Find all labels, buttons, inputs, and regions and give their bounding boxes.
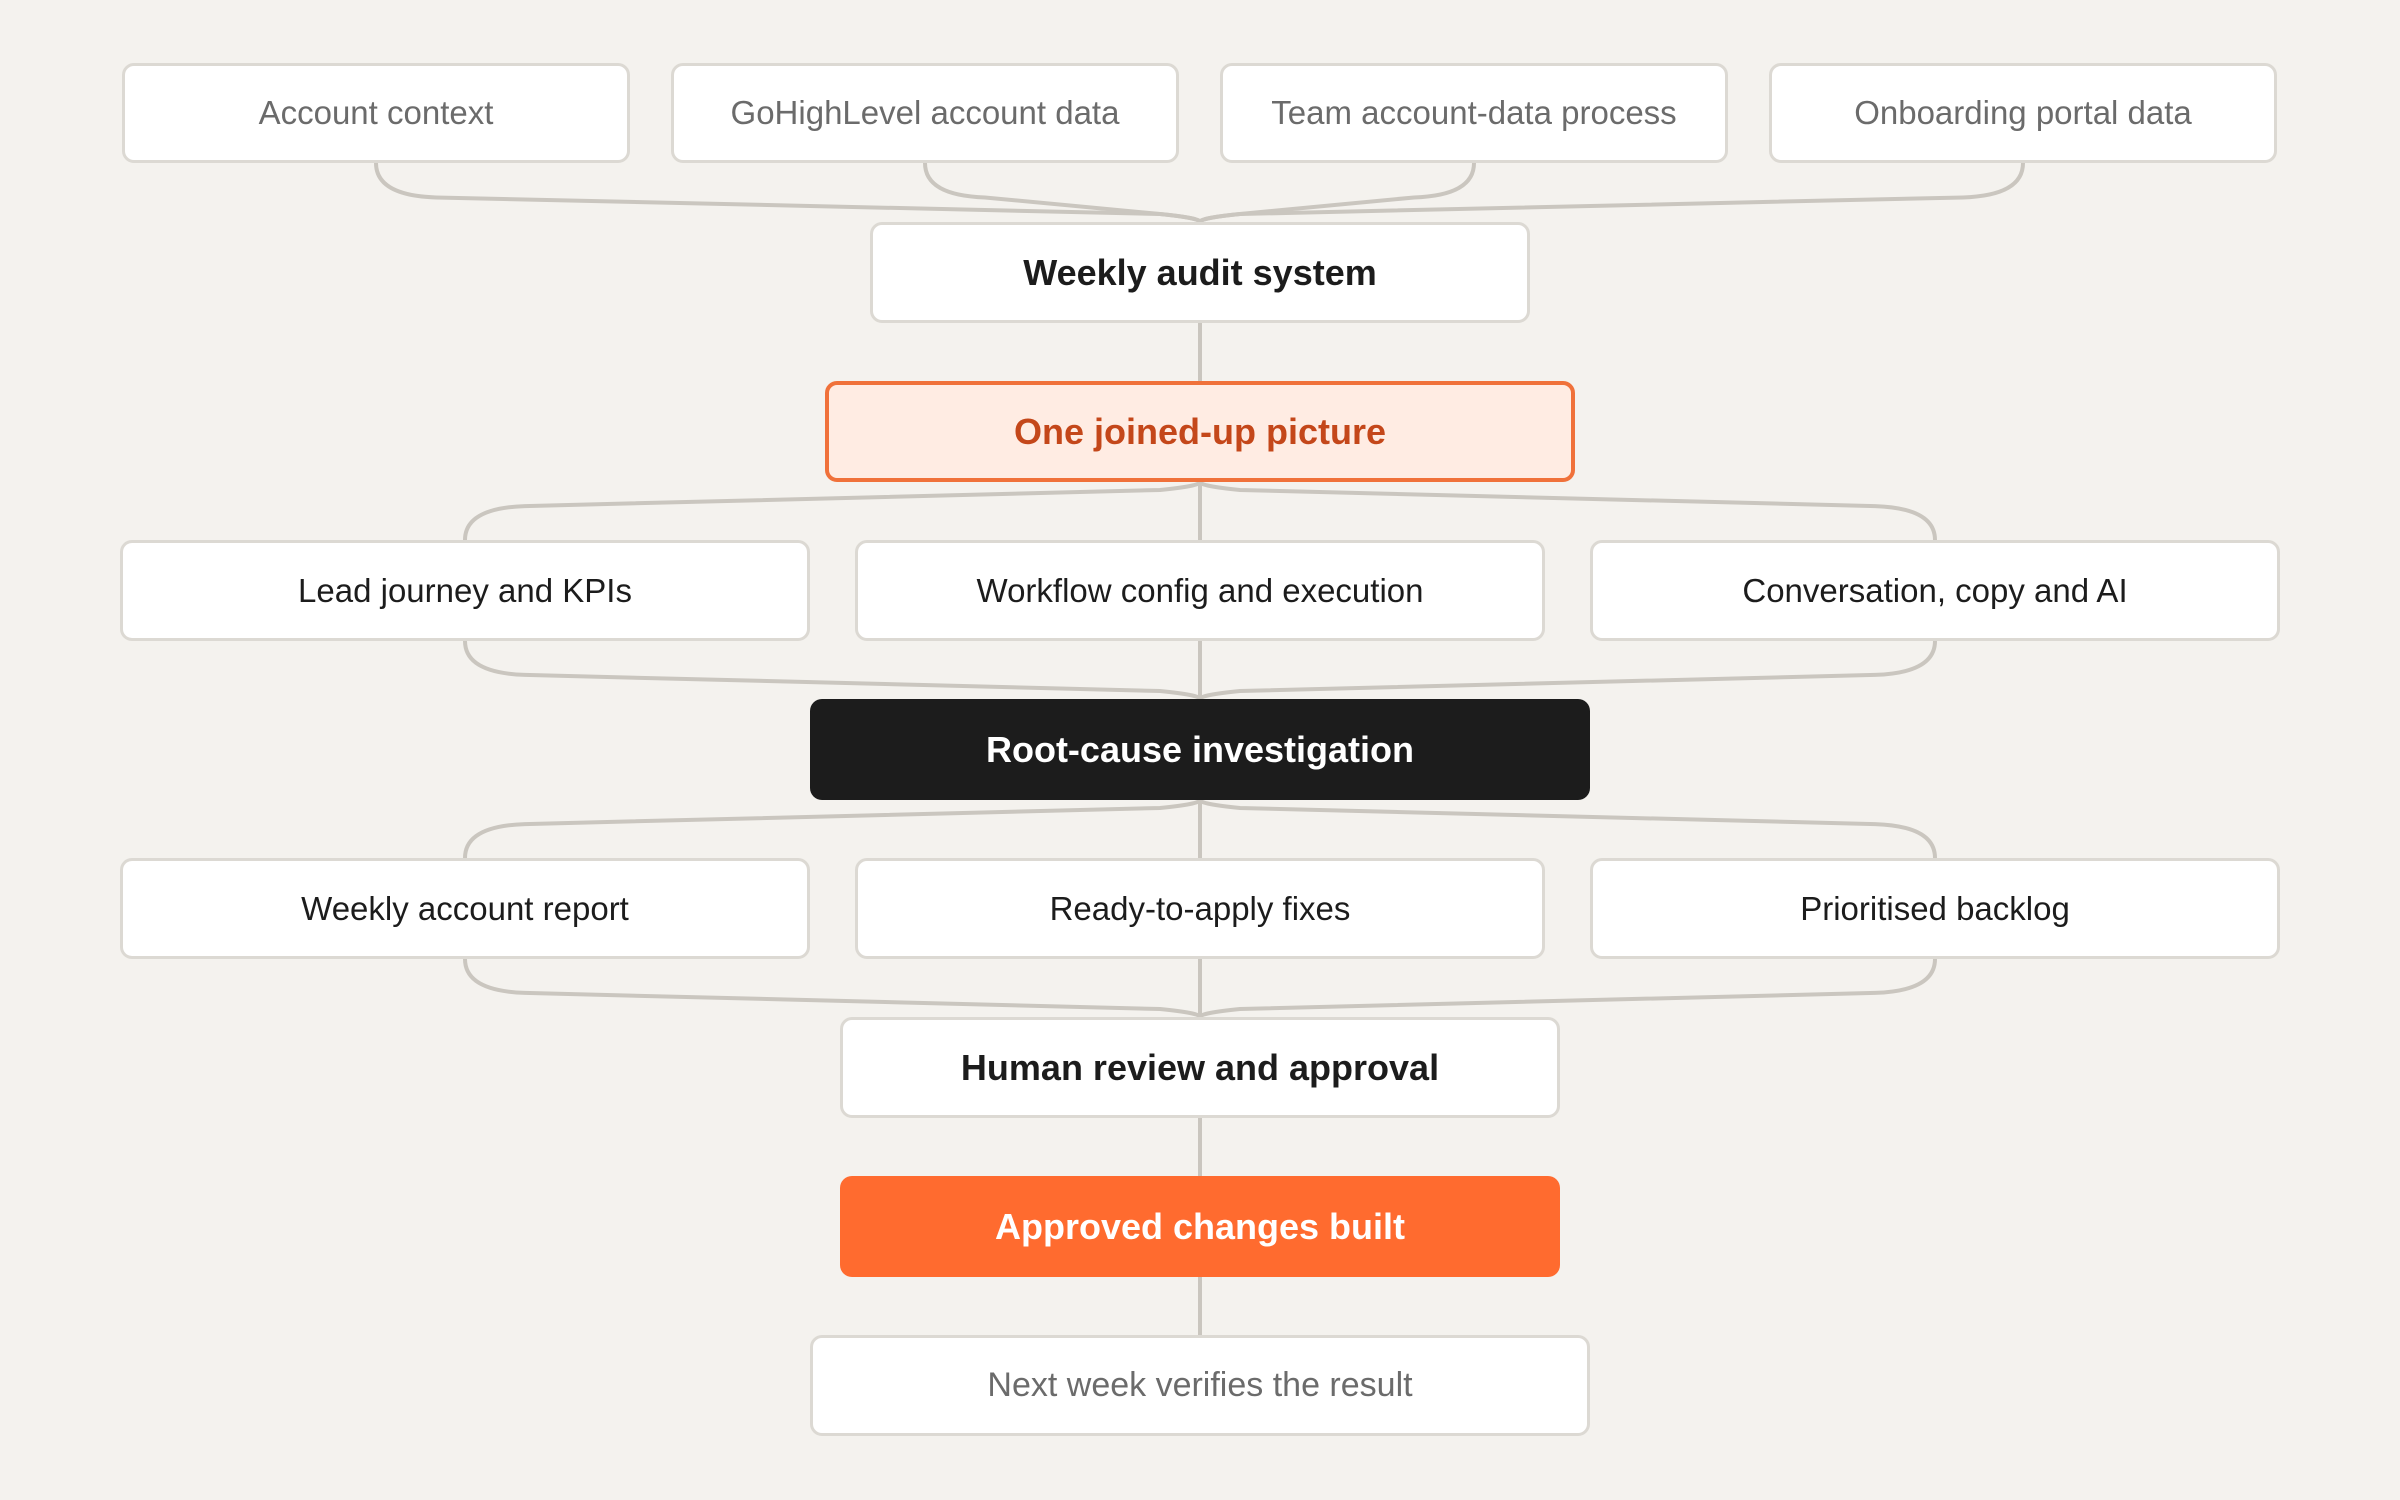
source-gohighlevel-data-label: GoHighLevel account data (730, 94, 1120, 131)
approved-changes-node: Approved changes built (840, 1176, 1560, 1277)
analysis-workflow-config: Workflow config and execution (855, 540, 1545, 641)
root-cause-investigation-label: Root-cause investigation (985, 728, 1415, 770)
source-team-process: Team account-data process (1220, 63, 1728, 163)
weekly-audit-system-node: Weekly audit system (870, 222, 1530, 323)
source-account-context-label: Account context (258, 94, 494, 131)
verify-result-node: Next week verifies the result (810, 1335, 1590, 1436)
connector-investigation-to-outputs-0 (463, 798, 1202, 860)
source-onboarding-portal-label: Onboarding portal data (1854, 94, 2192, 131)
connector-picture-to-areas-0 (463, 480, 1202, 542)
connector-investigation-to-outputs-2 (1198, 798, 1937, 860)
connector-sources-1 (923, 161, 1202, 224)
human-review-node: Human review and approval (840, 1017, 1560, 1118)
output-ready-fixes-label: Ready-to-apply fixes (1049, 889, 1351, 927)
connector-sources-3 (1198, 161, 2025, 224)
verify-result-label: Next week verifies the result (987, 1366, 1413, 1404)
approved-changes-label: Approved changes built (994, 1205, 1406, 1247)
joined-picture-label: One joined-up picture (1013, 410, 1386, 452)
connector-areas-to-investigation-2 (1198, 639, 1937, 701)
connector-sources-0 (374, 161, 1202, 224)
human-review-label: Human review and approval (960, 1046, 1440, 1088)
analysis-conversation-copy-label: Conversation, copy and AI (1742, 571, 2128, 609)
source-team-process-label: Team account-data process (1271, 94, 1677, 131)
weekly-audit-system-label: Weekly audit system (1023, 251, 1377, 293)
root-cause-investigation-node: Root-cause investigation (810, 699, 1590, 800)
output-weekly-report-label: Weekly account report (301, 889, 629, 927)
connector-outputs-to-review-2 (1198, 957, 1937, 1019)
source-account-context: Account context (122, 63, 630, 163)
analysis-workflow-config-label: Workflow config and execution (976, 571, 1424, 609)
analysis-lead-journey-label: Lead journey and KPIs (298, 571, 632, 609)
output-prioritised-backlog-label: Prioritised backlog (1800, 889, 2070, 927)
analysis-conversation-copy: Conversation, copy and AI (1590, 540, 2280, 641)
output-ready-fixes: Ready-to-apply fixes (855, 858, 1545, 959)
output-weekly-report: Weekly account report (120, 858, 810, 959)
output-prioritised-backlog: Prioritised backlog (1590, 858, 2280, 959)
analysis-lead-journey: Lead journey and KPIs (120, 540, 810, 641)
joined-picture-node: One joined-up picture (825, 381, 1575, 482)
connector-picture-to-areas-2 (1198, 480, 1937, 542)
source-gohighlevel-data: GoHighLevel account data (671, 63, 1179, 163)
connector-areas-to-investigation-0 (463, 639, 1202, 701)
source-onboarding-portal: Onboarding portal data (1769, 63, 2277, 163)
connector-outputs-to-review-0 (463, 957, 1202, 1019)
